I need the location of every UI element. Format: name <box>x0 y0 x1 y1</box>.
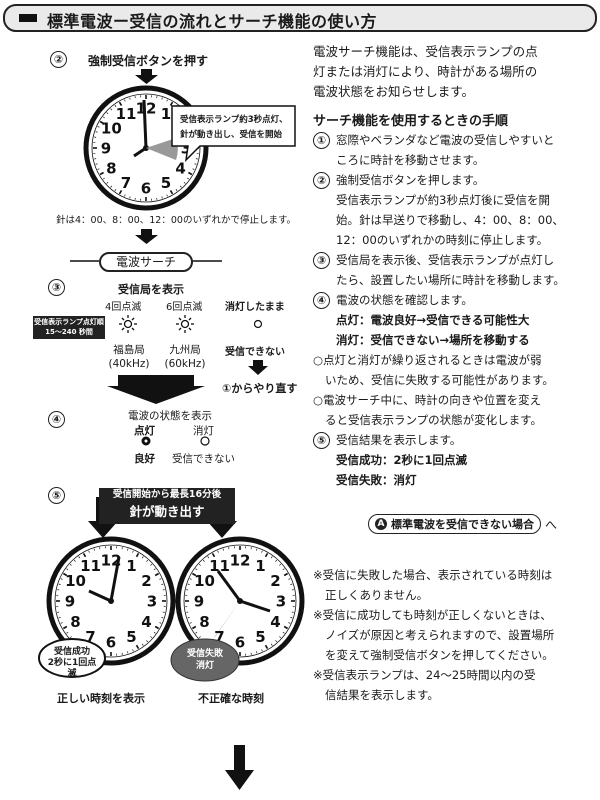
clock-numeral: 3 <box>147 592 157 610</box>
good-label: 良好 <box>134 453 155 465</box>
fail-bubble <box>170 638 240 682</box>
down-arrow-icon <box>225 745 254 790</box>
incorrect-time-caption: 不正確な時刻 <box>198 692 264 705</box>
cannot-receive-link-pill[interactable]: A 標準電波を受信できない場合 <box>368 514 541 534</box>
procedure-steps: ① 窓際やベランダなど電波の受信しやすいところに時計を移動させます。 ② 強制受… <box>313 130 598 490</box>
state-label: 電波の状態を表示 <box>128 410 212 422</box>
procedure-step-1: ① 窓際やベランダなど電波の受信しやすいところに時計を移動させます。 <box>313 130 598 170</box>
fail-text: 受信失敗 消灯 <box>186 649 223 671</box>
clock-numeral: 3 <box>276 592 286 610</box>
footnote-2: ※受信に成功しても時刻が正しくないときは、 ノイズが原因と考えられますので、設置… <box>313 608 555 662</box>
step-4-number: ④ <box>48 411 65 428</box>
lamp-duration-note: 受信表示ランプ点灯順 15～240 秒間 <box>33 316 105 339</box>
clock-numeral: 6 <box>235 633 245 651</box>
step-5-number: ⑤ <box>48 487 65 504</box>
cannot-receive-label-2: 受信できない <box>172 453 235 465</box>
note-blink: ○点灯と消灯が繰り返されるときは電波が弱 いため、受信に失敗する可能性があります… <box>313 353 554 387</box>
clock-numeral: 8 <box>106 159 116 177</box>
lamp-blink-icon <box>176 315 194 333</box>
step-3-number: ③ <box>48 279 65 296</box>
clock-numeral: 10 <box>101 119 122 137</box>
clock-numeral: 8 <box>70 613 80 631</box>
clock-numeral: 11 <box>209 557 230 575</box>
down-arrow-icon <box>207 521 237 538</box>
clock-numeral: 6 <box>141 179 151 197</box>
step-2-label: 強制受信ボタンを押す <box>88 54 209 68</box>
procedure-heading: サーチ機能を使用するときの手順 <box>313 114 509 129</box>
clock-numeral: 4 <box>141 613 151 631</box>
down-arrow-icon <box>248 360 268 375</box>
footnotes: ※受信に失敗した場合、表示されている時刻は 正しくありません。 ※受信に成功して… <box>313 565 598 705</box>
down-arrow-icon <box>88 521 118 538</box>
clock-numeral: 10 <box>194 572 215 590</box>
note-orientation: ○電波サーチ中に、時計の向きや位置を変え ると受信表示ランプの状態が変化します。 <box>313 393 543 427</box>
clock-numeral: 5 <box>126 628 136 646</box>
step-3-label: 受信局を表示 <box>118 283 184 296</box>
lamp-off-icon <box>253 319 263 329</box>
page-title: 標準電波ー受信の流れとサーチ機能の使い方 <box>47 12 378 31</box>
clock-numeral: 1 <box>161 105 171 123</box>
clock-numeral: 9 <box>101 139 111 157</box>
cannot-receive-label: 受信できない <box>225 347 285 358</box>
clock-numeral: 11 <box>116 105 137 123</box>
lamp-off-icon <box>200 436 210 446</box>
station-kyushu: 九州局 (60kHz) <box>164 344 206 370</box>
clock-numeral: 2 <box>270 572 280 590</box>
procedure-step-3: ③ 受信局を表示後、受信表示ランプが点灯したら、設置したい場所に時計を移動します… <box>313 250 598 290</box>
intro-paragraph: 電波サーチ機能は、受信表示ランプの点 灯または消灯により、時計がある場所の 電波… <box>313 44 538 99</box>
success-text: 受信成功 2秒に1回点滅 <box>47 647 97 679</box>
section-a-icon: A <box>375 518 387 530</box>
clock-numeral: 3 <box>181 139 191 157</box>
clock-numeral: 10 <box>65 572 86 590</box>
success-bubble <box>38 638 106 678</box>
clock-numeral: 11 <box>80 557 101 575</box>
down-arrow-icon <box>135 69 158 84</box>
cannot-receive-link[interactable]: A 標準電波を受信できない場合 へ <box>368 514 557 534</box>
title-bar: 標準電波ー受信の流れとサーチ機能の使い方 <box>3 4 597 32</box>
clock-numeral: 6 <box>106 633 116 651</box>
clock-numeral: 4 <box>270 613 280 631</box>
stop-note: 針は4：00、8：00、12：00のいずれかで停止します。 <box>56 215 296 226</box>
station-fukushima: 福島局 (40kHz) <box>108 344 150 370</box>
clock-numeral: 2 <box>141 572 151 590</box>
clock-numeral: 8 <box>199 613 209 631</box>
clock-numeral: 5 <box>161 174 171 192</box>
blink-6-label: 6回点滅 <box>166 302 203 313</box>
clock-numeral: 12 <box>230 551 251 569</box>
merge-arrow-icon <box>107 375 205 404</box>
blink-4-label: 4回点滅 <box>105 302 142 313</box>
search-pill: 電波サーチ <box>99 252 193 272</box>
off-label: 消灯 <box>193 425 214 437</box>
title-marker <box>19 14 37 22</box>
procedure-step-2: ② 強制受信ボタンを押します。 受信表示ランプが約3秒点灯後に受信を開 始。針は… <box>313 170 598 250</box>
clock-numeral: 1 <box>255 557 265 575</box>
lamp-blink-icon <box>119 315 137 333</box>
lit-label: 点灯 <box>134 425 155 437</box>
footnote-1: ※受信に失敗した場合、表示されている時刻は 正しくありません。 <box>313 568 553 602</box>
clock-numeral: 12 <box>136 99 157 117</box>
redo-label: ①からやり直す <box>222 382 298 395</box>
hands-move-banner: 受信開始から最長16分後 針が動き出す <box>99 488 235 524</box>
clock-numeral: 7 <box>85 628 95 646</box>
down-arrow-icon <box>135 229 158 244</box>
clock-numeral: 7 <box>214 628 224 646</box>
clock-numeral: 7 <box>121 174 131 192</box>
step-2-number: ② <box>50 51 67 68</box>
clock-numeral: 9 <box>194 592 204 610</box>
callout-receive-start: 受信表示ランプ約3秒点灯、 針が動き出し、受信を開始 <box>180 115 288 140</box>
procedure-step-4: ④ 電波の状態を確認します。 点灯：電波良好→受信できる可能性大 消灯：受信でき… <box>313 290 598 350</box>
footnote-3: ※受信表示ランプは、24～25時間以内の受 信結果を表示します。 <box>313 668 536 702</box>
clock-numeral: 9 <box>65 592 75 610</box>
clock-numeral: 1 <box>126 557 136 575</box>
stay-off-label: 消灯したまま <box>225 302 285 313</box>
clock-numeral: 5 <box>255 628 265 646</box>
correct-time-caption: 正しい時刻を表示 <box>57 692 145 705</box>
clock-numeral: 4 <box>175 159 185 177</box>
procedure-step-5: ⑤ 受信結果を表示します。 受信成功：2秒に1回点滅 受信失敗：消灯 <box>313 430 598 490</box>
